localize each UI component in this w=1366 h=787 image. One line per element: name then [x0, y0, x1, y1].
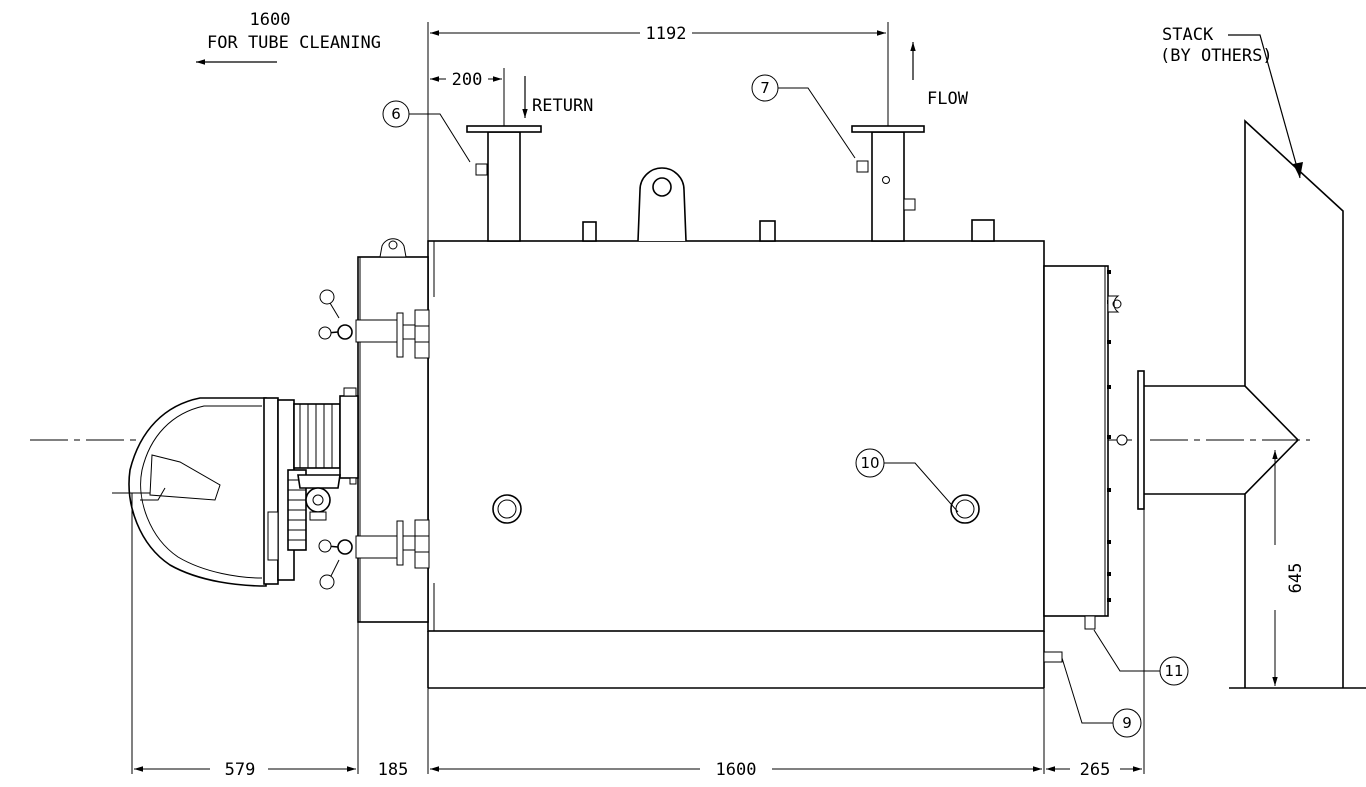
- flow-nozzle: [851, 125, 925, 242]
- burner-assembly: [112, 387, 359, 587]
- svg-text:11: 11: [1164, 662, 1183, 680]
- tube-cleaning-label: FOR TUBE CLEANING: [207, 33, 381, 53]
- dim-185-text: 185: [378, 760, 409, 780]
- dim-1192-text: 1192: [646, 24, 687, 44]
- rear-smoke-box: [1043, 265, 1128, 663]
- front-connection-upper: [318, 289, 430, 359]
- stack: [1229, 119, 1366, 689]
- balloon-7: 7: [751, 74, 856, 159]
- dim-645-text: 645: [1286, 563, 1306, 594]
- dim-579-text: 579: [225, 760, 256, 780]
- dim-1600-text: 1600: [716, 760, 757, 780]
- front-connection-lower: [318, 519, 430, 590]
- dim-1192: [427, 22, 889, 241]
- front-lifting-lug: [379, 238, 407, 258]
- return-label: RETURN: [532, 96, 593, 116]
- dim-265-text: 265: [1080, 760, 1111, 780]
- top-lifting-lug: [637, 167, 687, 242]
- dim-200: [430, 68, 505, 126]
- stack-label-line1: STACK: [1162, 25, 1214, 45]
- balloon-10: 10: [855, 448, 959, 513]
- boiler-shell: [427, 240, 1045, 689]
- tube-cleaning-dim: 1600: [250, 10, 291, 30]
- inspection-port-left: [492, 494, 522, 524]
- balloon-9: 9: [1061, 657, 1142, 738]
- balloon-6: 6: [382, 100, 471, 163]
- flow-label: FLOW: [927, 89, 969, 109]
- stack-label-line2: (BY OTHERS): [1160, 46, 1273, 66]
- top-sockets: [582, 219, 995, 242]
- balloon-11: 11: [1093, 629, 1189, 686]
- stack-leader: [1228, 34, 1301, 179]
- svg-text:7: 7: [760, 79, 770, 97]
- svg-text:9: 9: [1122, 714, 1132, 732]
- bottom-extension-lines: [131, 493, 1145, 774]
- svg-text:6: 6: [391, 105, 401, 123]
- svg-text:10: 10: [860, 454, 879, 472]
- dim-200-text: 200: [452, 70, 483, 90]
- return-nozzle: [466, 125, 542, 242]
- flue-outlet-flange: [1137, 370, 1245, 510]
